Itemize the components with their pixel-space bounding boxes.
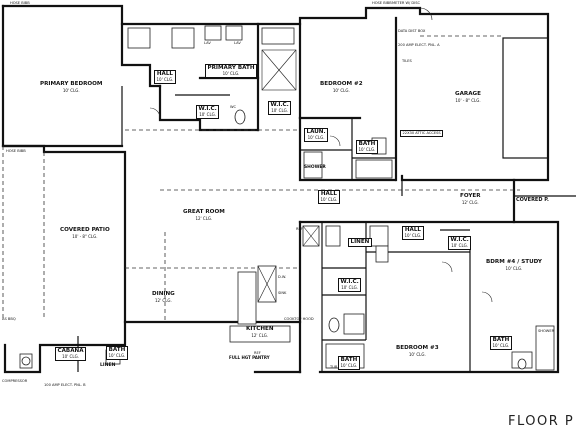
room-primary-wic: W.I.C.10' CLG.	[196, 105, 220, 119]
note-shower-4: SHOWER	[538, 329, 555, 333]
note-sink: SINK	[278, 291, 287, 295]
sheet-title: FLOOR P	[508, 414, 575, 429]
room-pantry: FULL HGT PANTRY	[229, 355, 270, 360]
note-wc: WC	[230, 105, 237, 109]
note-subpanel: 100 AMP ELECT. PNL. B	[44, 383, 86, 387]
room-shower: SHOWER	[304, 165, 326, 170]
garage-walls	[420, 35, 549, 159]
room-wic-4: W.I.C.10' CLG.	[448, 236, 472, 250]
kitchen-island	[229, 265, 291, 343]
note-tub: TUB	[330, 365, 338, 369]
note-ref-2: REF	[296, 227, 303, 231]
note-hose-bibb-top: HOSE BIBB	[10, 1, 30, 5]
room-covered-porch: COVERED P.	[516, 197, 549, 203]
room-linen-east: LINEN	[348, 238, 372, 247]
entry-door	[149, 7, 576, 303]
note-meter: METER W/ DISC	[392, 1, 421, 5]
note-lav: LAV	[204, 41, 211, 45]
note-as-bbq: AS BBQ	[2, 317, 16, 321]
note-lav-2: LAV	[234, 41, 241, 45]
room-cabana-linen: LINEN	[100, 363, 116, 368]
note-attic: 22X30 ATTIC ACCESS	[400, 130, 444, 137]
note-compressor: COMPRESSOR	[2, 379, 28, 383]
room-wic-2: W.I.C.10' CLG.	[268, 101, 292, 115]
note-dishwasher: D.W.	[278, 275, 287, 279]
note-elec-panel: 200 AMP ELECT. PNL. A	[398, 43, 440, 47]
note-data-dist: DATA DIST BOX	[398, 29, 426, 33]
primary-suite-walls	[1, 22, 297, 148]
east-wing-walls	[298, 220, 555, 372]
room-laundry: LAUN.10' CLG.	[304, 128, 329, 142]
note-ref: REF	[254, 351, 261, 355]
note-cooktop: COOKTOP HOOD	[284, 317, 314, 321]
exterior-walls	[1, 4, 560, 374]
note-hose-bibb-left: HOSE BIBB	[6, 149, 26, 153]
dashed-lines	[2, 129, 520, 320]
note-tiles: TILES	[402, 59, 412, 63]
bedroom2-walls	[298, 16, 398, 182]
note-hose-bibb-top-2: HOSE BIBB	[372, 1, 392, 5]
room-wic-3: W.I.C.10' CLG.	[338, 278, 362, 292]
